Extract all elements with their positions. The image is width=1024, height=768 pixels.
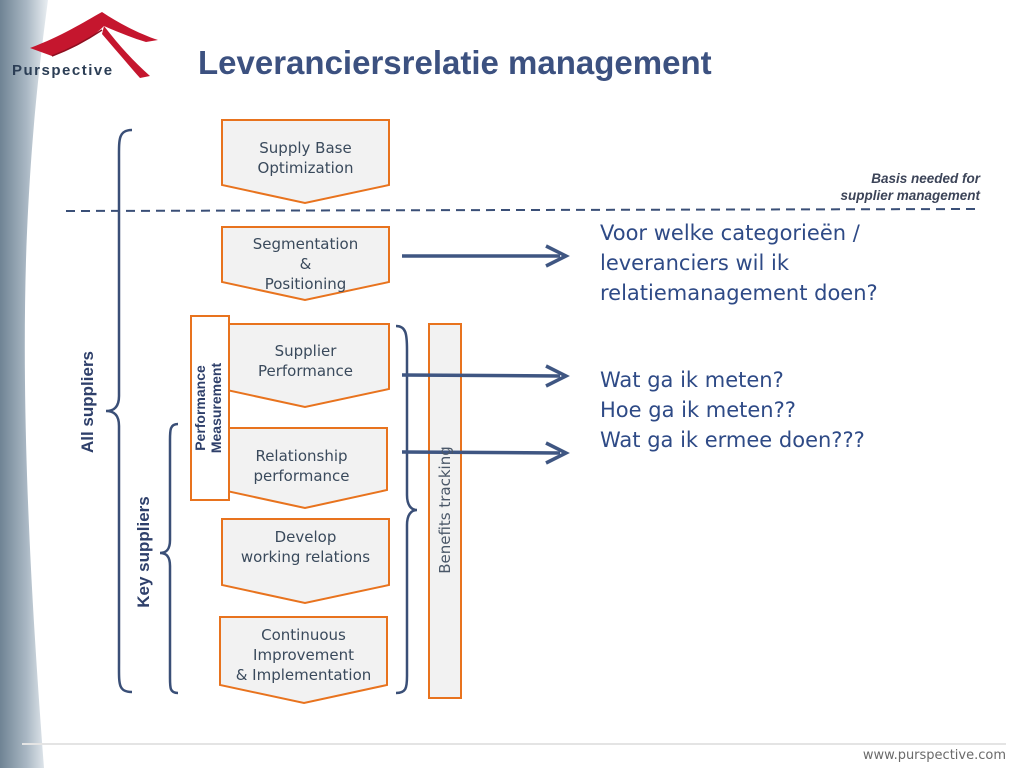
purspective-logo-icon [30,12,158,78]
stage-box-continuous-improvement [219,616,388,705]
stage-box-supply-base-optimization [221,119,390,205]
stage-label-supply-base: Supply Base Optimization [257,139,354,177]
stage-box-segmentation [221,226,390,302]
arrow-supplier-performance [401,364,570,388]
left-decorative-band [0,0,48,768]
stage-label-continuous-improvement: Continuous Improvement & Implementation [235,626,372,684]
performance-measurement-box [190,315,230,501]
key-suppliers-label: Key suppliers [134,496,153,608]
key-suppliers-brace [159,422,179,695]
question-measurement: Wat ga ik meten? Hoe ga ik meten?? Wat g… [600,368,865,452]
basis-separator-line [65,208,979,212]
stage-box-develop-relations [221,518,390,605]
arrow-relationship-performance [401,441,570,465]
all-suppliers-label: All suppliers [78,350,97,454]
stage-label-relationship-performance: Relationship performance [253,447,350,485]
performance-measurement-label: Performance Measurement [192,362,224,454]
page-title: Leveranciersrelatie management [198,44,712,81]
stage-label-develop-relations: Develop working relations [240,528,371,566]
arrow-segmentation [402,244,570,268]
basis-note: Basis needed for supplier management [840,171,980,203]
stage-label-segmentation: Segmentation & Positioning [252,235,359,293]
question-segmentation: Voor welke categorieën / leveranciers wi… [600,221,878,305]
brand-name: Purspective [12,62,114,79]
all-suppliers-brace [105,128,133,694]
footer-url[interactable]: www.purspective.com [862,748,1006,763]
benefits-tracking-label: Benefits tracking [436,446,454,574]
stage-label-supplier-performance: Supplier Performance [257,342,354,380]
benefits-tracking-box [428,323,462,699]
benefits-brace [395,324,418,695]
footer-rule [22,743,1006,745]
